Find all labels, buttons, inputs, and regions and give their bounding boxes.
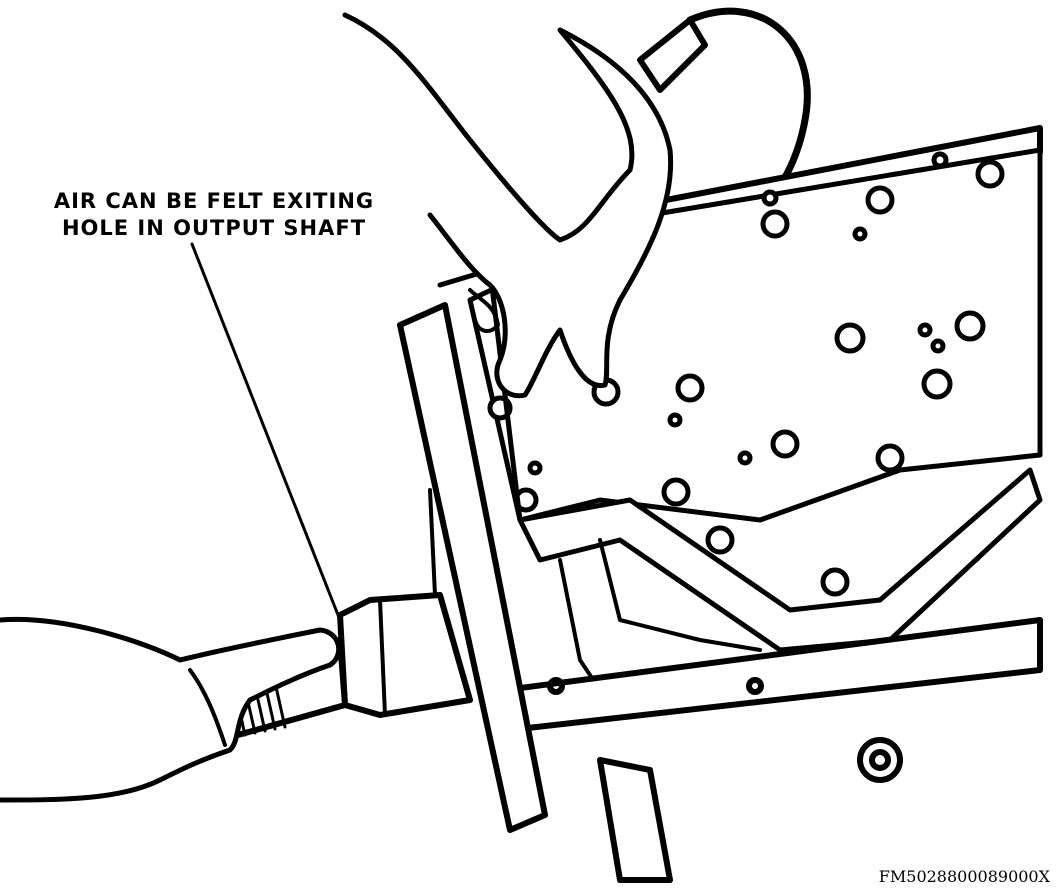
lower-linkage: [597, 757, 673, 883]
bolt-heads: [487, 151, 1005, 597]
mount-bracket: [397, 302, 548, 833]
upper-hand: [342, 12, 674, 399]
callout-leader: [190, 242, 342, 622]
valve-cavity: [517, 467, 1043, 653]
callout-line-2: HOLE IN OUTPUT SHAFT: [61, 216, 367, 240]
figure-id: FM5028800089000X: [878, 867, 1050, 886]
callout-line-1: AIR CAN BE FELT EXITING: [53, 189, 375, 213]
output-shaft-housing: [337, 592, 473, 718]
lower-hand: [0, 616, 342, 803]
callout-label: AIR CAN BE FELT EXITING HOLE IN OUTPUT S…: [14, 188, 414, 242]
